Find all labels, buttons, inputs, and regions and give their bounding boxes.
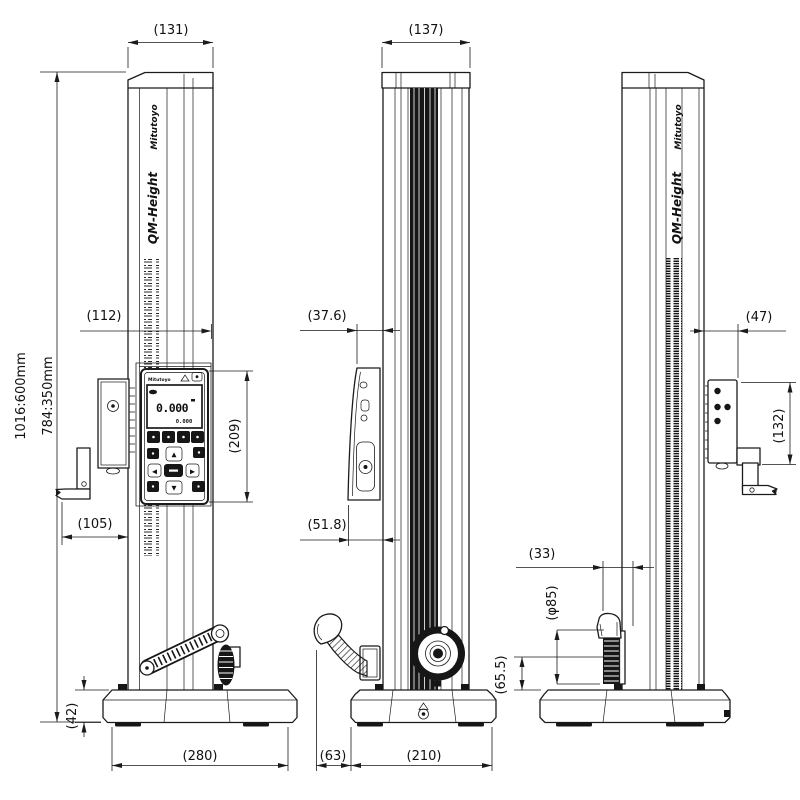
back-handle-bracket xyxy=(618,630,626,685)
down-arrow-icon: ▼ xyxy=(172,484,177,492)
dim-front-base-height: (42) xyxy=(65,703,80,730)
back-slider-button xyxy=(724,403,731,411)
side-crank-handle xyxy=(313,613,381,681)
panel-function-keys xyxy=(147,431,204,443)
side-control-panel xyxy=(347,367,381,501)
front-column-brand-text: Mitutoyo xyxy=(150,104,160,149)
panel-mount-plate xyxy=(135,362,212,507)
side-view: (137) (37.6) (51.8) (63) (210) xyxy=(300,23,497,771)
back-dimensions: (47) (132) (33) (φ85) (65.5) xyxy=(494,310,796,695)
front-handwheel-edge xyxy=(217,644,235,686)
side-base xyxy=(350,684,497,727)
back-base-notch xyxy=(724,710,730,717)
back-crank-grip xyxy=(596,612,622,639)
side-base-mark xyxy=(418,702,429,710)
back-base xyxy=(539,684,731,727)
side-column xyxy=(381,71,471,691)
warning-icon xyxy=(180,374,190,382)
dim-side-handle-overhang: (63) xyxy=(320,749,347,764)
dim-back-slider-height: (132) xyxy=(772,409,787,444)
back-base-foot xyxy=(556,722,592,727)
back-column: Mitutoyo QM-Height xyxy=(621,71,705,691)
front-slider-assembly xyxy=(55,378,135,500)
panel-keypad: ▲ ◀ ▶ ▼ xyxy=(147,446,205,495)
front-crank-ring xyxy=(210,624,230,643)
back-slider-button xyxy=(714,403,721,411)
dim-side-panel-bottom-offset: (51.8) xyxy=(307,518,346,533)
front-slider-foot xyxy=(106,467,120,475)
front-base xyxy=(102,684,298,727)
lcd-main-value: 0.000 xyxy=(156,401,189,415)
front-column-model-text: QM-Height xyxy=(146,171,160,245)
side-crank-grip xyxy=(313,613,343,645)
panel-brand-text: Mitutoyo xyxy=(148,377,171,383)
back-view: Mitutoyo QM-Height xyxy=(494,71,796,727)
front-base-foot xyxy=(115,722,141,727)
back-slider-button xyxy=(714,417,721,425)
front-slider-body xyxy=(97,378,130,469)
dim-front-overall-height-600: 1016:600mm xyxy=(14,352,29,440)
left-arrow-icon: ◀ xyxy=(152,468,157,476)
front-dimensions: (131) 1016:600mm 784:350mm (112) (209) (… xyxy=(14,23,289,771)
dim-back-handle-center-height: (65.5) xyxy=(494,655,509,694)
dim-front-base-width: (280) xyxy=(183,749,218,764)
front-view: Mitutoyo QM-Height Mitutoyo xyxy=(14,23,298,771)
front-control-panel: Mitutoyo 0.000 0.000 ▲ xyxy=(135,362,212,507)
side-handwheel xyxy=(411,625,465,687)
side-base-foot xyxy=(357,722,383,727)
dim-back-wheel-diameter: (φ85) xyxy=(545,585,560,620)
dim-front-panel-height: (209) xyxy=(228,419,243,454)
power-icon xyxy=(191,372,203,382)
back-probe xyxy=(741,484,778,496)
back-slider-body xyxy=(707,379,738,464)
dim-front-panel-offset: (112) xyxy=(87,309,122,324)
dim-front-overall-height-350: 784:350mm xyxy=(41,356,56,435)
dim-back-handle-offset: (33) xyxy=(529,547,556,562)
dim-side-panel-top-offset: (37.6) xyxy=(307,309,346,324)
dim-back-slider-offset: (47) xyxy=(746,310,773,325)
back-base-foot xyxy=(666,722,704,727)
up-arrow-icon: ▲ xyxy=(172,451,177,459)
right-arrow-icon: ▶ xyxy=(190,468,195,476)
back-handle xyxy=(596,612,626,685)
front-crank-handle xyxy=(139,624,241,686)
front-probe xyxy=(55,488,91,500)
side-handwheel-setscrew xyxy=(439,625,450,636)
back-probe-tip xyxy=(772,489,777,495)
back-column-rack-strip xyxy=(666,258,682,690)
back-slider-assembly xyxy=(705,379,778,496)
side-base-bolt xyxy=(418,708,429,720)
side-crank-arm xyxy=(326,631,368,677)
side-dimensions: (137) (37.6) (51.8) (63) (210) xyxy=(300,23,493,771)
back-slider-button xyxy=(714,387,721,395)
front-slider-clamp-screw xyxy=(107,400,119,412)
lcd-status-icon xyxy=(149,389,157,395)
dim-side-top-depth: (137) xyxy=(409,23,444,38)
side-base-foot xyxy=(458,722,484,727)
lcd-sub-value: 0.000 xyxy=(176,419,193,425)
back-column-model-text: QM-Height xyxy=(670,171,684,245)
front-probe-holder xyxy=(76,447,91,490)
back-column-brand-text: Mitutoyo xyxy=(674,104,684,149)
front-base-foot xyxy=(243,722,269,727)
dim-front-top-width: (131) xyxy=(154,23,189,38)
dim-side-base-depth: (210) xyxy=(407,749,442,764)
side-column-bellows xyxy=(410,88,438,690)
dim-front-probe-reach: (105) xyxy=(78,517,113,532)
